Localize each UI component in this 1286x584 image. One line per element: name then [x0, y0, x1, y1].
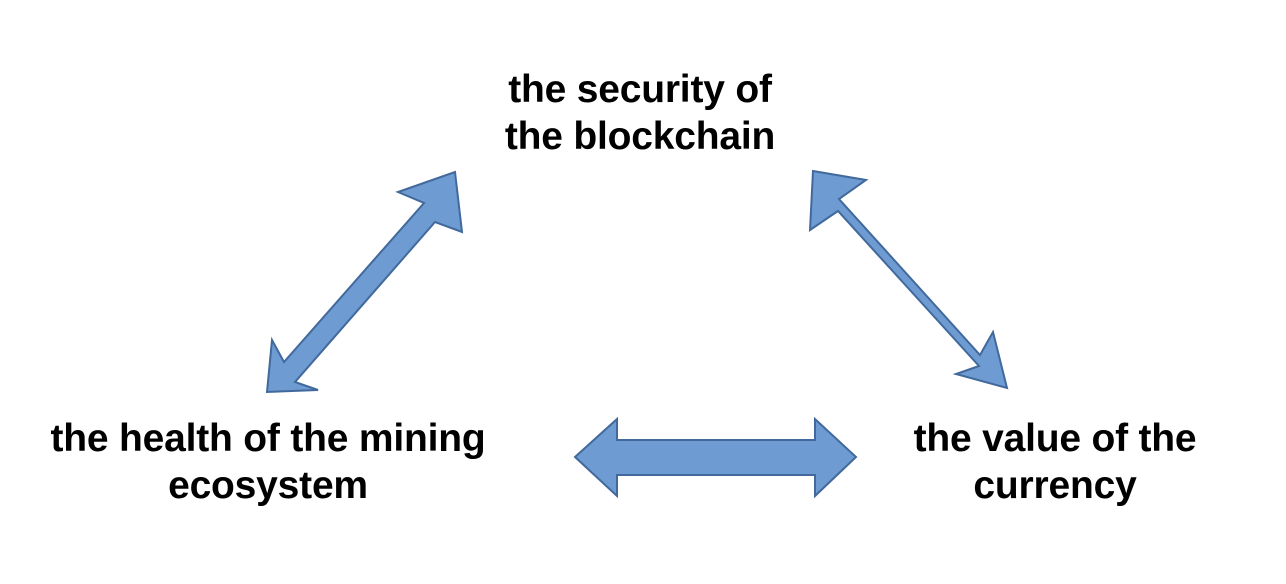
node-label-security: the security of the blockchain	[504, 68, 776, 158]
double-arrow-security-currency	[808, 169, 1009, 390]
node-label-currency: the value of the currency	[913, 417, 1197, 507]
node-label-mining: the health of the mining ecosystem	[50, 417, 486, 507]
double-arrow-mining-currency	[573, 416, 858, 499]
double-arrow-mining-security	[265, 170, 464, 394]
